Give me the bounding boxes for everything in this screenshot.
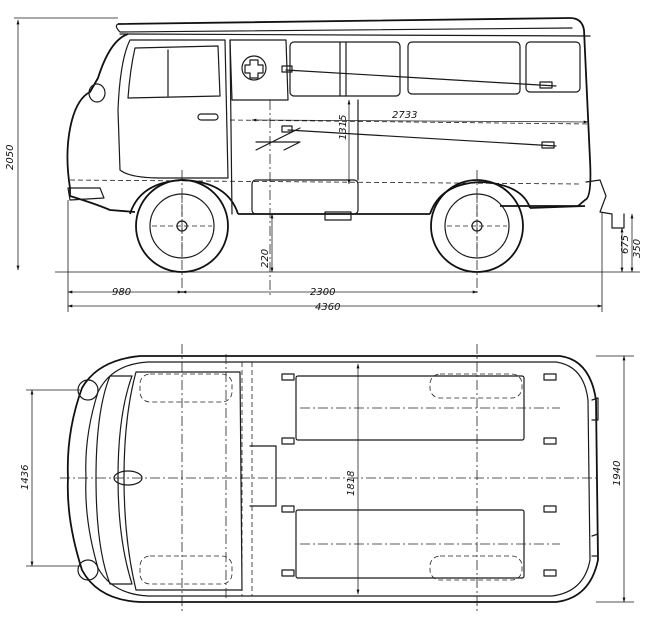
- dim-ground-clearance: 220: [260, 249, 271, 268]
- dim-front-overhang: 980: [112, 287, 131, 298]
- dim-step-height: 675: [620, 235, 631, 254]
- dim-overall-length: 4360: [315, 302, 340, 313]
- top-view: 1436 1818 1940: [20, 344, 634, 614]
- dim-wheelbase: 2300: [310, 287, 335, 298]
- dim-rear-height: 1315: [338, 115, 349, 140]
- dim-rear-track: 1818: [346, 471, 357, 496]
- side-view: 2050 1315 2733 220 675 350 980 2300 4360: [5, 17, 643, 313]
- medical-cross-icon: [241, 55, 267, 81]
- dim-overall-height: 2050: [5, 145, 16, 170]
- dim-bumper-height: 350: [632, 239, 643, 258]
- dim-interior-length: 2733: [392, 110, 417, 121]
- dim-overall-width: 1940: [612, 461, 623, 486]
- dim-front-track: 1436: [20, 465, 31, 490]
